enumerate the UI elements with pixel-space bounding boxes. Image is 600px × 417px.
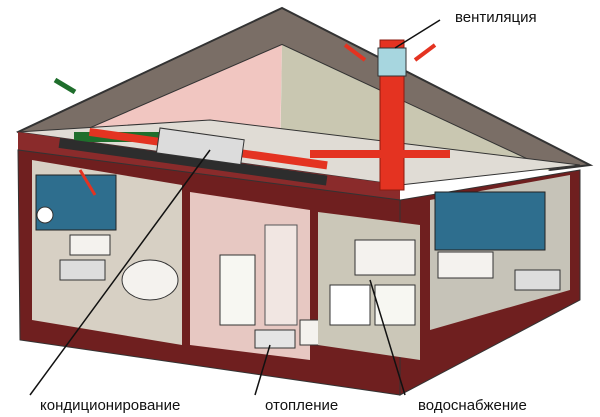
recuperator-unit [155, 127, 245, 166]
airflow-arrows [53, 43, 437, 196]
sofa-icon [121, 259, 179, 301]
label-water-supply: водоснабжение [418, 397, 527, 414]
red-duct-branch [310, 150, 450, 158]
window-right [434, 191, 546, 251]
door-icon [264, 224, 298, 326]
label-air-conditioning: кондиционирование [40, 397, 180, 414]
vent-cap [377, 47, 407, 77]
duct-system [58, 39, 450, 191]
label-ventilation: вентиляция [455, 9, 537, 26]
gray-duct-main [58, 138, 328, 186]
radiator-middle [254, 329, 296, 349]
airflow-arrow-icon [78, 169, 97, 196]
kitchen-cabinet-icon [354, 239, 416, 276]
airflow-arrow-icon [53, 77, 77, 95]
room-left [32, 160, 182, 345]
washing-machine-icon [329, 284, 371, 326]
airflow-arrow-icon [343, 43, 367, 62]
radiator-left [59, 259, 106, 281]
label-heating: отопление [265, 397, 338, 414]
radiator-right [514, 269, 561, 291]
plant-icon [36, 206, 54, 224]
bed-right [437, 251, 494, 279]
bed-icon [69, 234, 111, 256]
room-middle [190, 192, 351, 360]
room-far-right [430, 175, 570, 330]
stove-icon [374, 284, 416, 326]
leader-air-conditioning [29, 149, 211, 396]
leader-heating [254, 344, 271, 396]
room-right [318, 212, 420, 360]
airflow-arrow-icon [413, 43, 437, 62]
leader-ventilation [394, 19, 441, 49]
refrigerator [219, 254, 256, 326]
leader-water-supply [369, 279, 406, 396]
